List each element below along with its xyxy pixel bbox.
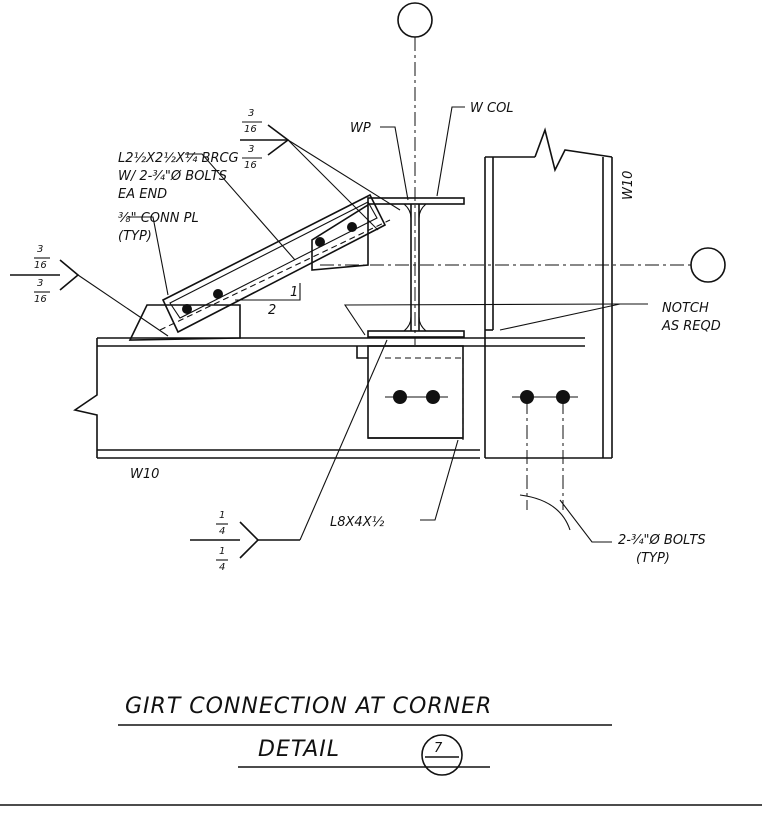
w-column-section <box>367 197 465 338</box>
w-col-leader <box>436 106 465 197</box>
conn-plate-right <box>311 203 369 271</box>
notch-label-2: AS REQD <box>661 319 721 334</box>
svg-text:16: 16 <box>244 124 257 135</box>
conn-pl-label-1: ⅜" CONN PL <box>118 211 199 226</box>
conn-plate-left <box>128 304 241 341</box>
svg-text:4: 4 <box>219 526 225 537</box>
brace-leader <box>185 153 296 261</box>
w-col-label: W COL <box>470 101 514 116</box>
slope-triangle <box>235 283 301 301</box>
weld-symbol-left <box>10 257 169 337</box>
notch-leader-2 <box>343 303 621 336</box>
detail-number: 7 <box>434 741 443 756</box>
wp-leader <box>380 126 409 201</box>
brace-bolt-3 <box>315 237 325 247</box>
w10-right-label: W10 <box>621 171 636 200</box>
svg-text:1: 1 <box>219 510 225 521</box>
w10-girt-bottom <box>73 337 585 459</box>
grid-bubble-right <box>690 247 726 283</box>
bolts-label-2: (TYP) <box>636 551 670 566</box>
w10-bottom-label: W10 <box>130 467 159 482</box>
brace-bolt-4 <box>347 222 357 232</box>
svg-text:3: 3 <box>248 108 254 119</box>
w10-column-right <box>484 127 613 459</box>
bolts-arc <box>519 494 571 531</box>
brace-label-3: EA END <box>118 187 167 202</box>
detail-number-bubble <box>421 734 463 776</box>
brace-label-2: W/ 2-¾"Ø BOLTS <box>118 169 227 184</box>
notch-leader-1 <box>499 303 648 331</box>
brace-angle <box>159 193 391 334</box>
brace-bolt-2 <box>213 289 223 299</box>
slope-rise: 1 <box>290 285 298 300</box>
svg-text:16: 16 <box>244 160 257 171</box>
weld-symbol-top <box>240 121 401 231</box>
bolts-label-1: 2-¾"Ø BOLTS <box>618 533 706 548</box>
angle-leader <box>420 439 459 521</box>
svg-text:3: 3 <box>248 144 254 155</box>
brace-label-1: L2½X2½X¼ BRCG <box>118 151 239 166</box>
svg-text:1: 1 <box>219 546 225 557</box>
svg-text:16: 16 <box>34 260 47 271</box>
bolts-leader <box>559 499 612 543</box>
conn-pl-leader <box>128 216 169 296</box>
svg-text:4: 4 <box>219 562 225 573</box>
clip-angle <box>367 345 464 440</box>
svg-text:16: 16 <box>34 294 47 305</box>
wp-label: WP <box>350 121 371 136</box>
conn-pl-label-2: (TYP) <box>118 229 152 244</box>
weld-symbol-bottom <box>190 339 388 561</box>
brace-bolt-1 <box>182 304 192 314</box>
detail-title: GIRT CONNECTION AT CORNER <box>125 694 492 719</box>
slope-run: 2 <box>268 303 276 318</box>
angle-label: L8X4X½ <box>330 515 385 530</box>
notch-label-1: NOTCH <box>662 301 709 316</box>
svg-text:3: 3 <box>37 278 43 289</box>
detail-subtitle: DETAIL <box>258 737 340 762</box>
grid-bubble-top <box>397 2 433 38</box>
svg-text:3: 3 <box>37 244 43 255</box>
